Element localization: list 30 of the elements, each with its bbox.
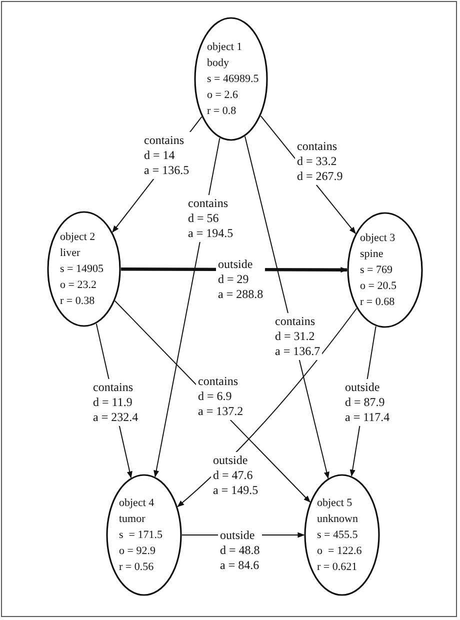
node-text: s = 46989.5 <box>207 72 260 87</box>
node-text: spine <box>360 247 384 262</box>
node-text: liver <box>60 246 82 261</box>
node-text: o = 122.6 <box>317 544 363 559</box>
node-text: o = 92.9 <box>119 544 156 559</box>
node-text: unknown <box>317 512 359 527</box>
node-text: r = 0.8 <box>207 104 238 119</box>
node-text: r = 0.56 <box>119 560 155 575</box>
node-text: s = 455.5 <box>317 528 359 543</box>
node-text: object 3 <box>360 231 396 246</box>
node-text: o = 2.6 <box>207 88 239 103</box>
node-text: object 4 <box>119 496 156 511</box>
node-text: object 1 <box>207 40 244 55</box>
edge-label: contains d = 56 a = 194.5 <box>186 195 236 242</box>
node-text: object 5 <box>317 496 354 511</box>
node-text: s = 14905 <box>60 262 104 277</box>
node-text: s = 171.5 <box>119 528 164 543</box>
node-text: object 2 <box>60 230 96 245</box>
edge-label: contains d = 31.2 a = 136.7 <box>273 313 322 360</box>
node-text: s = 769 <box>360 263 394 278</box>
node-text: r = 0.68 <box>360 295 396 310</box>
node-text: o = 20.5 <box>360 279 398 294</box>
edge-label: contains d = 11.9 a = 232.4 <box>91 379 140 426</box>
node-text: o = 23.2 <box>60 278 98 293</box>
node-text: body <box>207 56 230 71</box>
edge-label: outside d = 87.9 a = 117.4 <box>343 379 392 426</box>
node-text: tumor <box>119 512 146 527</box>
node-text: r = 0.38 <box>60 294 96 309</box>
edge-label: contains d = 14 a = 136.5 <box>142 132 192 179</box>
node-text: r = 0.621 <box>317 560 358 575</box>
